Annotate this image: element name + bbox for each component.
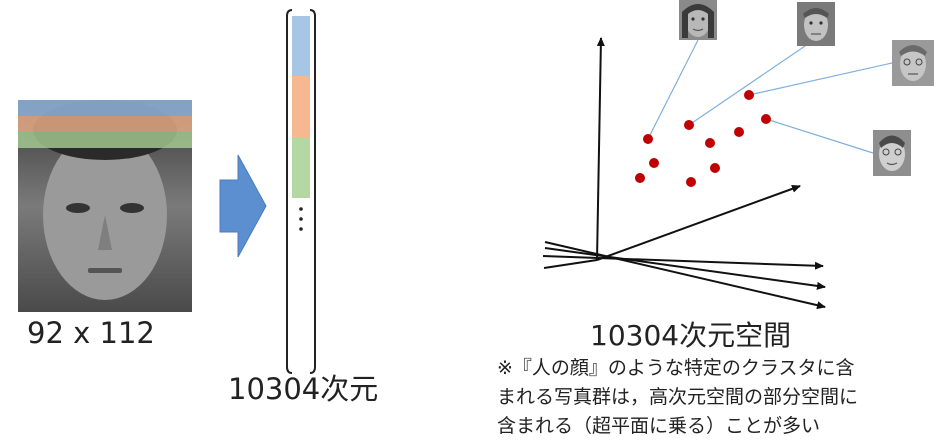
color-bands-overlay: [18, 100, 192, 148]
connector-line: [688, 43, 809, 126]
connectors: [647, 39, 893, 154]
note-line: 含まれる（超平面に乗る）ことが多い: [497, 415, 821, 437]
right-arrow-icon: [219, 154, 267, 258]
connector-line: [765, 118, 874, 154]
data-point: [734, 127, 744, 137]
face-thumbnail: [873, 130, 911, 176]
data-point: [761, 114, 771, 124]
face-thumbnail: [892, 40, 934, 86]
axis-ray-2: [544, 247, 826, 290]
axis-stub: [543, 259, 598, 269]
image-size-label: 92 x 112: [27, 316, 155, 350]
data-point: [686, 177, 696, 187]
data-point: [710, 163, 720, 173]
axes: [542, 37, 826, 310]
note-text: ※『人の顔』のような特定のクラスタに含 まれる写真群は，高次元空間の部分空間に …: [497, 354, 937, 441]
space-label: 10304次元空間: [590, 319, 792, 352]
vector-dimension-label: 10304次元: [228, 372, 379, 406]
vector-segment-blue: [292, 16, 310, 76]
data-point: [684, 120, 694, 130]
face-thumbnail: [797, 2, 835, 46]
axis-ray-3: [544, 241, 826, 310]
connector-line: [748, 62, 893, 96]
vector-segment-green: [292, 138, 310, 198]
vector-left-bracket: [286, 9, 293, 374]
axis-ray-1: [542, 255, 824, 270]
vector-segment-orange: [292, 76, 310, 138]
note-line: ※『人の顔』のような特定のクラスタに含: [497, 357, 855, 379]
column-vector: [286, 9, 316, 374]
axis-diagonal: [596, 184, 801, 261]
face-thumbnail: [679, 0, 717, 40]
data-point: [643, 134, 653, 144]
data-point: [705, 138, 715, 148]
note-line: まれる写真群は，高次元空間の部分空間に: [497, 386, 859, 408]
connector-line: [647, 39, 699, 140]
data-point: [635, 173, 645, 183]
data-points: [635, 90, 771, 187]
axis-vertical: [596, 37, 605, 261]
data-point: [744, 90, 754, 100]
vector-right-bracket: [309, 9, 316, 374]
data-point: [649, 158, 659, 168]
diagram-canvas: [18, 0, 934, 374]
vertical-ellipsis-icon: [299, 207, 303, 231]
